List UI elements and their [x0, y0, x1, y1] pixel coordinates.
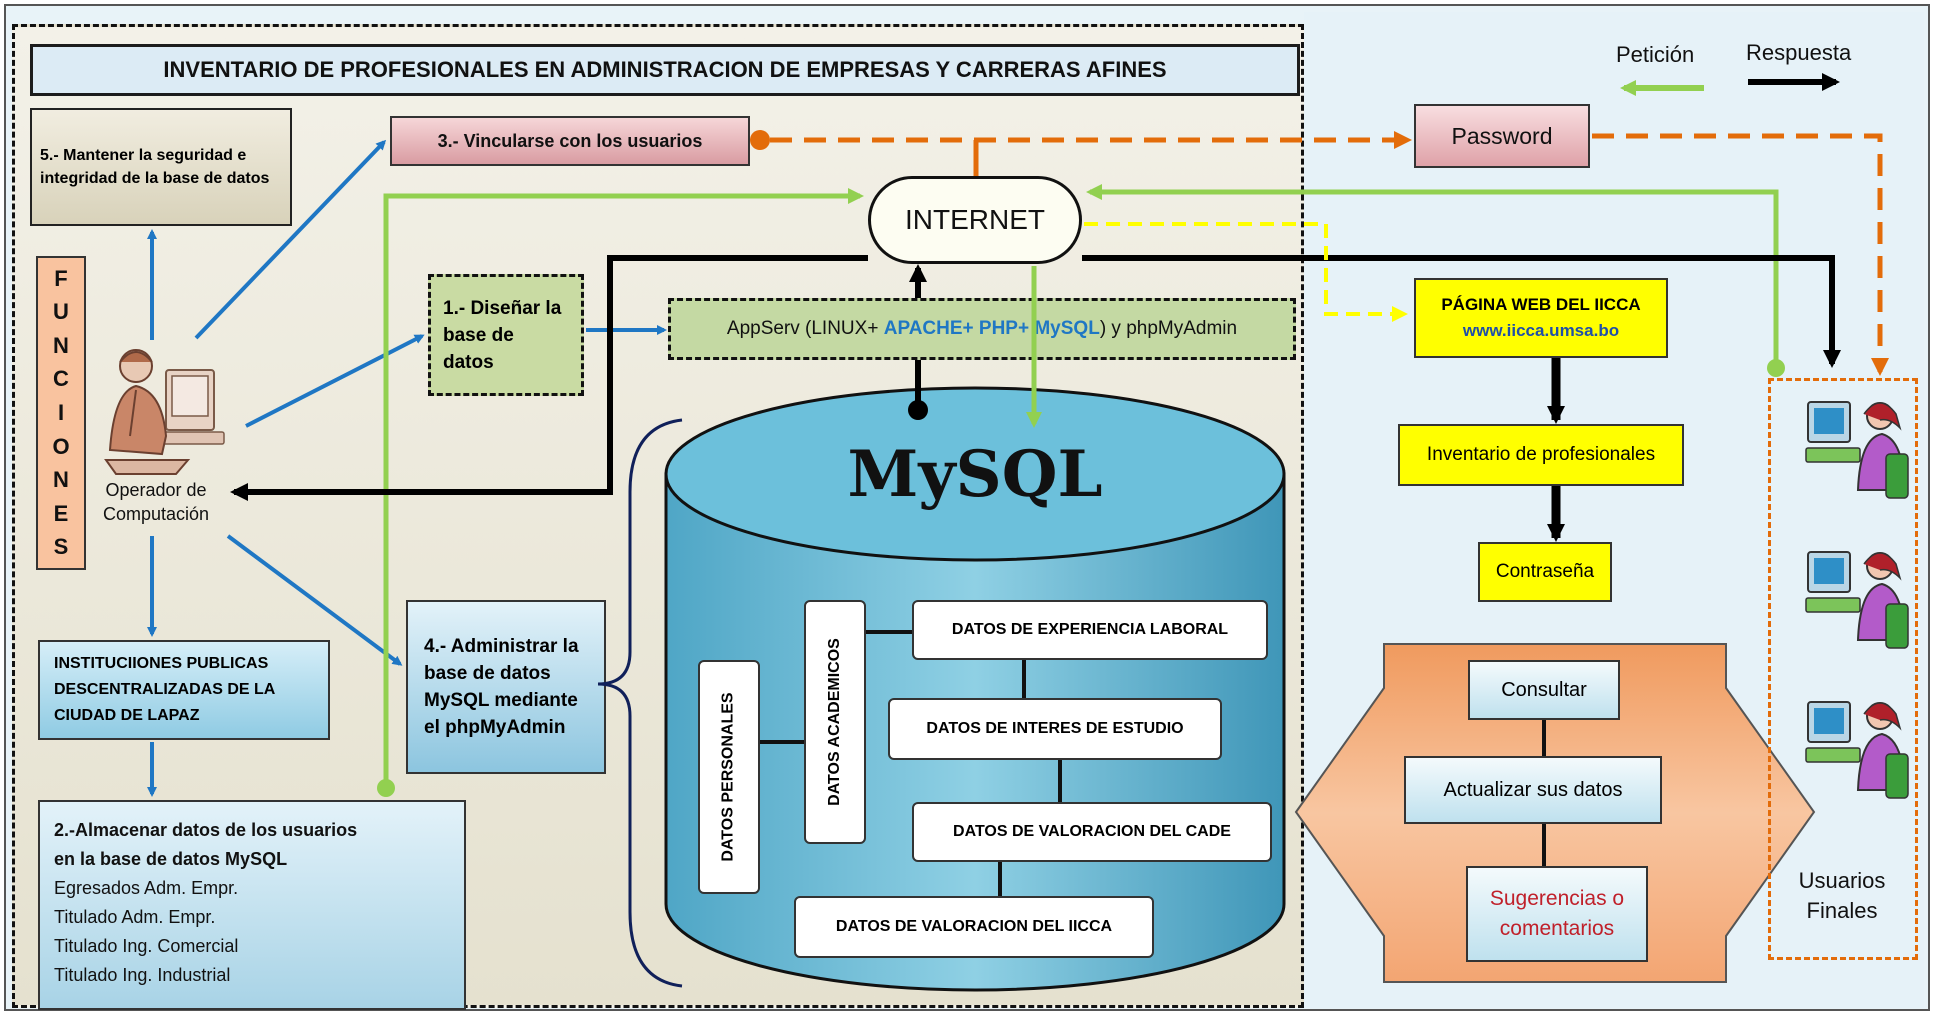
web-page-title: PÁGINA WEB DEL IICCA — [1441, 295, 1641, 314]
function-2-box: 2.-Almacenar datos de los usuarios en la… — [38, 800, 466, 1010]
web-page-box: PÁGINA WEB DEL IICCA www.iicca.umsa.bo — [1414, 278, 1668, 358]
inventario-box: Inventario de profesionales — [1398, 424, 1684, 486]
internet-node: INTERNET — [868, 176, 1082, 264]
legend-response-label: Respuesta — [1746, 40, 1852, 65]
db-datos-academicos-text: DATOS ACADEMICOS — [826, 638, 843, 806]
funciones-letter: E — [53, 500, 69, 526]
funciones-label: F U N C I O N E S — [36, 256, 86, 570]
instituciones-text: INSTITUCIIONES PUBLICAS DESCENTRALIZADAS… — [54, 655, 275, 724]
funciones-letter: N — [53, 332, 69, 358]
operator-label: Operador de Computación — [96, 478, 216, 526]
function-1-box: 1.- Diseñar la base de datos — [428, 274, 584, 396]
users-label-line2: Finales — [1806, 898, 1878, 923]
option-consultar: Consultar — [1468, 660, 1620, 720]
option-actualizar: Actualizar sus datos — [1404, 756, 1662, 824]
appserv-box: AppServ (LINUX+ APACHE+ PHP+ MySQL) y ph… — [668, 298, 1296, 360]
funciones-letter: O — [52, 433, 70, 459]
contrasena-box: Contraseña — [1478, 542, 1612, 602]
db-datos-personales: DATOS PERSONALES — [698, 660, 760, 894]
function-1-text: 1.- Diseñar la base de datos — [443, 297, 562, 373]
db-datos-personales-text: DATOS PERSONALES — [720, 692, 737, 862]
operator-icon — [104, 349, 225, 475]
function-3-box: 3.- Vincularse con los usuarios — [390, 116, 750, 166]
function-2-item: Egresados Adm. Empr. — [54, 878, 239, 898]
function-2-item: Titulado Ing. Comercial — [54, 936, 239, 956]
funciones-letter: S — [53, 534, 69, 560]
function-5-text: 5.- Mantener la seguridad e integridad d… — [40, 147, 270, 187]
operator-label-line2: Computación — [102, 504, 210, 524]
function-4-box: 4.- Administrar la base de datos MySQL m… — [406, 600, 606, 774]
password-box: Password — [1414, 104, 1590, 168]
appserv-stack: APACHE+ PHP+ MySQL — [883, 318, 1100, 339]
function-4-text: 4.- Administrar la base de datos MySQL m… — [424, 636, 579, 738]
function-2-heading: 2.-Almacenar datos de los usuarios en la… — [54, 820, 358, 869]
instituciones-box: INSTITUCIIONES PUBLICAS DESCENTRALIZADAS… — [38, 640, 330, 740]
appserv-prefix: AppServ (LINUX+ — [726, 318, 884, 339]
option-sugerencias-text: Sugerencias o comentarios — [1489, 887, 1625, 940]
db-datos-interes: DATOS DE INTERES DE ESTUDIO — [888, 698, 1222, 760]
appserv-suffix: ) y phpMyAdmin — [1099, 318, 1238, 339]
db-bracket — [597, 418, 683, 988]
funciones-letter: N — [53, 467, 69, 493]
mysql-label: MySQL — [847, 436, 1103, 512]
db-datos-academicos: DATOS ACADEMICOS — [804, 600, 866, 844]
users-label-line1: Usuarios — [1798, 868, 1886, 893]
users-region — [1768, 378, 1918, 960]
funciones-letter: I — [57, 399, 65, 425]
db-datos-experiencia: DATOS DE EXPERIENCIA LABORAL — [912, 600, 1268, 660]
user-icon — [1805, 401, 1909, 499]
funciones-letter: C — [53, 366, 69, 392]
web-page-url: www.iicca.umsa.bo — [1462, 321, 1620, 340]
db-datos-iicca: DATOS DE VALORACION DEL IICCA — [794, 896, 1154, 958]
function-5-box: 5.- Mantener la seguridad e integridad d… — [30, 108, 292, 226]
legend-request-label: Petición — [1616, 42, 1695, 67]
user-icon — [1805, 551, 1909, 649]
funciones-letter: F — [54, 265, 68, 291]
db-datos-cade: DATOS DE VALORACION DEL CADE — [912, 802, 1272, 862]
option-sugerencias: Sugerencias o comentarios — [1466, 866, 1648, 962]
function-2-item: Titulado Adm. Empr. — [54, 907, 216, 927]
users-label: Usuarios Finales — [1772, 866, 1912, 926]
diagram-title: INVENTARIO DE PROFESIONALES EN ADMINISTR… — [30, 44, 1300, 96]
user-icon — [1805, 701, 1909, 799]
funciones-letter: U — [53, 299, 69, 325]
function-2-item: Titulado Ing. Industrial — [54, 965, 231, 985]
operator-label-line1: Operador de — [105, 480, 207, 500]
